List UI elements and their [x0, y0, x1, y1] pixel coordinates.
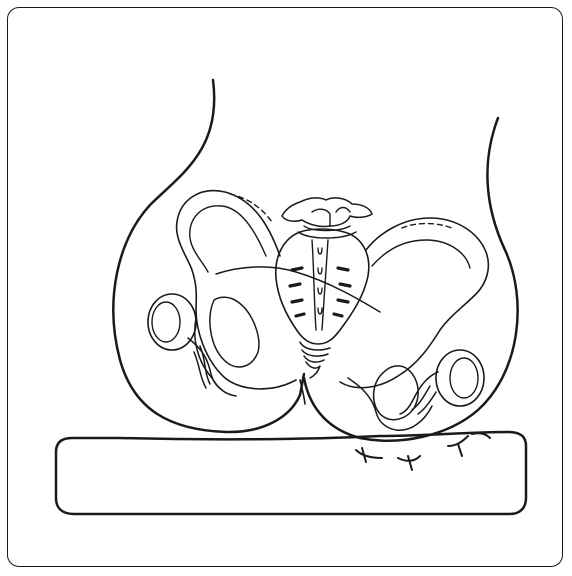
left-ilium-inner	[190, 206, 266, 272]
right-ischial-tuberosity-contact	[356, 433, 490, 470]
left-greater-trochanter	[194, 346, 210, 388]
left-obturator	[210, 297, 259, 367]
left-ilium-dashed	[230, 194, 272, 222]
lumbar-vertebra	[282, 198, 372, 227]
right-greater-trochanter	[412, 386, 436, 414]
left-pubic-ramus	[216, 267, 380, 312]
left-femoral-head	[148, 294, 196, 350]
sacral-foramina	[290, 268, 350, 316]
lumbar-disc	[298, 226, 356, 238]
right-femoral-neck	[400, 372, 438, 414]
right-ilium-inner	[372, 240, 470, 268]
left-femoral-head-inner	[152, 302, 180, 342]
right-pubic-ramus	[348, 378, 432, 430]
right-obturator	[374, 366, 419, 420]
coccyx	[300, 342, 330, 378]
right-ilium-dashed	[402, 224, 452, 229]
right-femoral-head-inner	[450, 358, 478, 398]
